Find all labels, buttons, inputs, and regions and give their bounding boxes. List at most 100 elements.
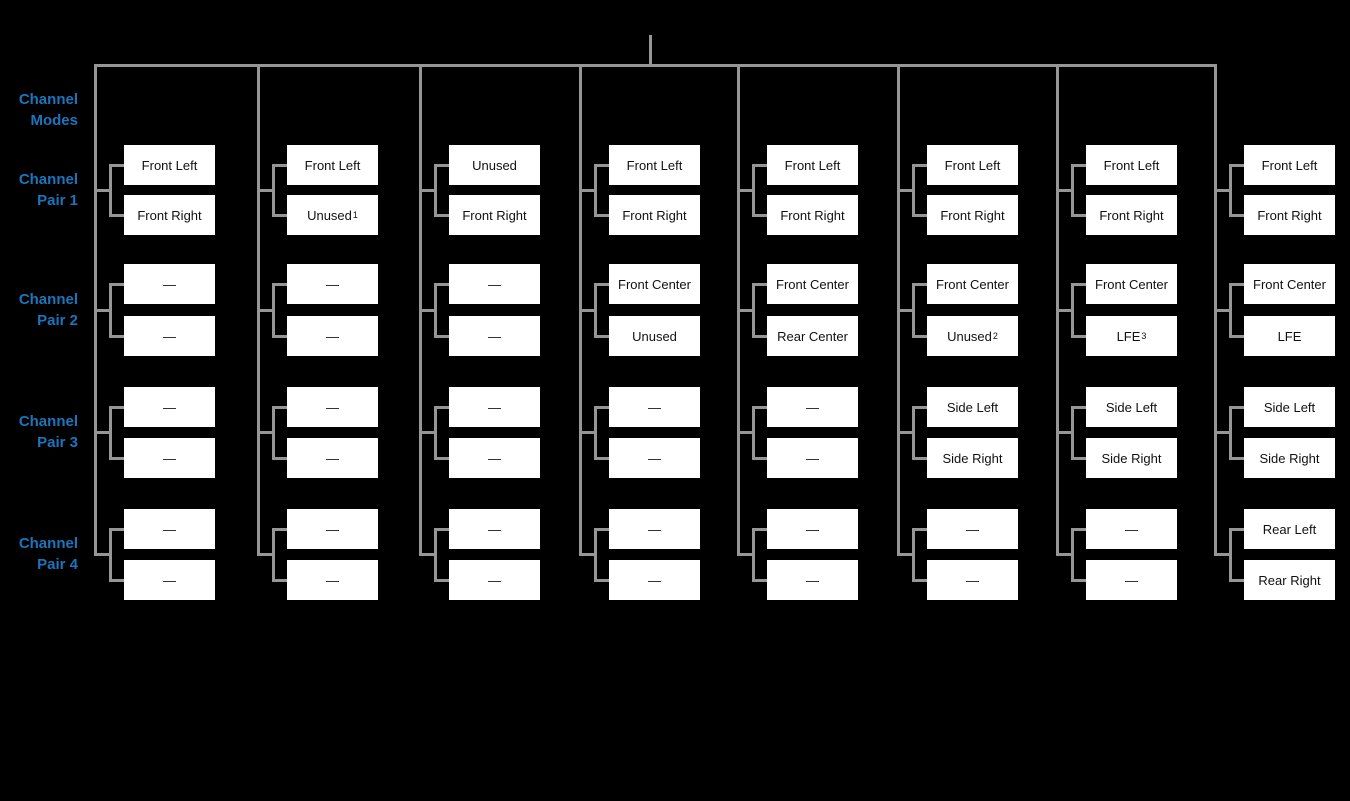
channel-pair-1-label-line2: Pair 1 [37, 192, 78, 209]
box-stub-line [273, 282, 287, 286]
box-stub-line [1072, 527, 1086, 531]
box-stub-line [595, 282, 609, 286]
pair-stub-line [898, 553, 915, 556]
box-stub-line [1072, 456, 1086, 460]
box-stub-line [753, 405, 767, 409]
channel-box: Front Right [124, 195, 215, 235]
channel-box: — [1086, 560, 1177, 600]
pair-bracket-line [1228, 405, 1232, 460]
channel-box: — [124, 560, 215, 600]
channel-box: — [287, 560, 378, 600]
channel-box: — [767, 560, 858, 600]
channel-box: Front Left [767, 145, 858, 185]
channel-box: — [287, 264, 378, 304]
channel-box: Side Left [1086, 387, 1177, 427]
pair-stub-line [95, 431, 112, 434]
channel-box: Rear Right [1244, 560, 1335, 600]
box-stub-line [435, 527, 449, 531]
pair-bracket-line [751, 282, 755, 338]
pair-bracket-line [911, 163, 915, 217]
box-stub-line [110, 334, 124, 338]
box-stub-line [1072, 163, 1086, 167]
pair-bracket-line [1228, 527, 1232, 582]
box-stub-line [435, 163, 449, 167]
channel-box: — [449, 387, 540, 427]
channel-box: Front Left [1244, 145, 1335, 185]
channel-box: Front Center [927, 264, 1018, 304]
pair-stub-line [898, 308, 915, 312]
channel-box: — [449, 438, 540, 478]
pair-bracket-line [433, 405, 437, 460]
channel-box: — [449, 264, 540, 304]
pair-stub-line [420, 188, 437, 192]
box-stub-line [595, 456, 609, 460]
pair-stub-line [1057, 431, 1074, 434]
box-stub-line [913, 578, 927, 582]
box-stub-line [110, 456, 124, 460]
channel-box: Front Left [927, 145, 1018, 185]
pair-stub-line [95, 308, 112, 312]
channel-box: — [287, 316, 378, 356]
box-stub-line [273, 163, 287, 167]
box-stub-line [753, 527, 767, 531]
box-stub-line [435, 334, 449, 338]
channel-box: Unused [449, 145, 540, 185]
pair-stub-line [95, 188, 112, 192]
channel-box: Front Center [1244, 264, 1335, 304]
channel-box: — [609, 438, 700, 478]
pair-stub-line [898, 431, 915, 434]
channel-box: Front Right [927, 195, 1018, 235]
box-stub-line [110, 527, 124, 531]
box-stub-line [273, 213, 287, 217]
pair-bracket-line [271, 282, 275, 338]
pair-bracket-line [1228, 282, 1232, 338]
channel-box: Front Center [609, 264, 700, 304]
channel-box: — [449, 509, 540, 549]
box-stub-line [913, 163, 927, 167]
pair-stub-line [738, 431, 755, 434]
pair-bracket-line [433, 163, 437, 217]
pair-bracket-line [1070, 282, 1074, 338]
trunk-stub-line [648, 35, 652, 67]
box-stub-line [913, 405, 927, 409]
channel-box: — [287, 387, 378, 427]
pair-stub-line [580, 431, 597, 434]
channel-box: — [609, 560, 700, 600]
pair-bracket-line [433, 527, 437, 582]
channel-box: Front Left [287, 145, 378, 185]
box-stub-line [753, 334, 767, 338]
box-stub-line [913, 527, 927, 531]
pair-bracket-line [911, 405, 915, 460]
box-stub-line [1230, 282, 1244, 286]
box-stub-line [110, 405, 124, 409]
channel-pair-4-label-line1: Channel [18, 535, 78, 552]
pair-stub-line [898, 188, 915, 192]
channel-box: — [449, 316, 540, 356]
channel-pair-2-label-line1: Channel [18, 291, 78, 308]
box-stub-line [913, 213, 927, 217]
pair-bracket-line [108, 282, 112, 338]
pair-bracket-line [271, 405, 275, 460]
channel-box: Front Left [124, 145, 215, 185]
box-stub-line [1072, 282, 1086, 286]
channel-box: — [1086, 509, 1177, 549]
pair-bracket-line [1070, 405, 1074, 460]
pair-bracket-line [271, 163, 275, 217]
pair-stub-line [580, 188, 597, 192]
box-stub-line [110, 163, 124, 167]
channel-box: — [124, 264, 215, 304]
pair-bracket-line [751, 405, 755, 460]
channel-box: Front Right [1086, 195, 1177, 235]
box-stub-line [753, 456, 767, 460]
pair-bracket-line [593, 405, 597, 460]
pair-bracket-line [1070, 163, 1074, 217]
channel-pair-2-label-line2: Pair 2 [37, 312, 78, 329]
pair-stub-line [1057, 553, 1074, 556]
channel-box: Side Right [1244, 438, 1335, 478]
channel-box: — [767, 438, 858, 478]
box-stub-line [1230, 456, 1244, 460]
box-stub-line [110, 213, 124, 217]
